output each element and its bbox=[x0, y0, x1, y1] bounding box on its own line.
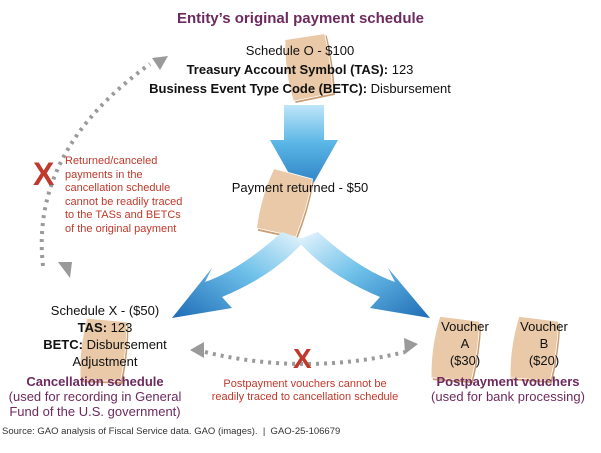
cancellation-subtitle: Fund of the U.S. government) bbox=[9, 404, 181, 419]
cancellation-caption: Cancellation schedule (used for recordin… bbox=[0, 374, 190, 419]
note-line: of the original payment bbox=[65, 222, 177, 235]
cancel-line4: Adjustment bbox=[72, 354, 138, 369]
voucher-line: Voucher bbox=[441, 319, 489, 334]
left-note: Returned/canceled payments in the cancel… bbox=[65, 155, 182, 236]
tas-label: Treasury Account Symbol (TAS): bbox=[186, 62, 389, 77]
cancellation-schedule-text: Schedule X - ($50) TAS: 123 BETC: Disbur… bbox=[5, 302, 205, 370]
bottom-note: Postpayment vouchers cannot be readily t… bbox=[180, 378, 430, 404]
note-line: Returned/canceled bbox=[65, 155, 158, 167]
original-line1: Schedule O - $100 bbox=[245, 43, 355, 58]
betc-label: BETC: bbox=[43, 337, 83, 352]
arrowhead-right-icon bbox=[404, 338, 418, 354]
cancellation-subtitle: (used for recording in General bbox=[8, 389, 182, 404]
voucher-line: A bbox=[460, 336, 470, 351]
tas-value: 123 bbox=[388, 62, 414, 77]
x-mark-icon: X bbox=[293, 343, 312, 374]
diagram-title: Entity’s original payment schedule bbox=[176, 10, 424, 27]
vouchers-title: Postpayment vouchers bbox=[436, 374, 580, 389]
payment-returned-label: Payment returned - $50 bbox=[231, 180, 369, 195]
betc-label: Business Event Type Code (BETC): bbox=[149, 81, 368, 96]
note-line: to the TASs and BETCs bbox=[65, 209, 181, 221]
note-line: payments in the bbox=[65, 168, 143, 181]
voucher-line: ($20) bbox=[528, 353, 560, 368]
down-arrow-icon bbox=[270, 105, 338, 200]
tas-value: 123 bbox=[107, 320, 133, 335]
x-mark-icon: X bbox=[33, 156, 55, 192]
note-line: cancellation schedule bbox=[65, 182, 171, 194]
left-curved-arrow-icon bbox=[172, 232, 305, 318]
tas-label: TAS: bbox=[77, 320, 108, 335]
voucher-b: Voucher B ($20) bbox=[514, 318, 574, 369]
note-line: Postpayment vouchers cannot be bbox=[223, 378, 387, 390]
dotted-arc-bottom bbox=[204, 350, 406, 366]
arrowhead-left-icon bbox=[190, 342, 204, 358]
cancel-line1: Schedule X - ($50) bbox=[50, 303, 160, 318]
vouchers-subtitle: (used for bank processing) bbox=[431, 389, 585, 404]
voucher-line: B bbox=[539, 336, 549, 351]
voucher-a: Voucher A ($30) bbox=[435, 318, 495, 369]
arrowhead-down-icon bbox=[58, 262, 72, 278]
returned-payment-paper-icon bbox=[252, 165, 318, 244]
source-note: Source: GAO analysis of Fiscal Service d… bbox=[2, 426, 341, 437]
original-schedule-text: Schedule O - $100 Treasury Account Symbo… bbox=[100, 41, 500, 98]
betc-value: Disbursement bbox=[82, 337, 167, 352]
vouchers-caption: Postpayment vouchers (used for bank proc… bbox=[415, 374, 601, 404]
note-line: cannot be readily traced bbox=[65, 195, 183, 208]
arrowhead-up-icon bbox=[152, 56, 168, 70]
dotted-arc-left bbox=[39, 62, 152, 267]
cancellation-title: Cancellation schedule bbox=[26, 374, 164, 389]
note-line: readily traced to cancellation schedule bbox=[211, 391, 399, 403]
voucher-line: ($30) bbox=[449, 353, 481, 368]
betc-value: Disbursement bbox=[367, 81, 451, 96]
voucher-line: Voucher bbox=[520, 319, 568, 334]
right-curved-arrow-icon bbox=[297, 232, 430, 318]
